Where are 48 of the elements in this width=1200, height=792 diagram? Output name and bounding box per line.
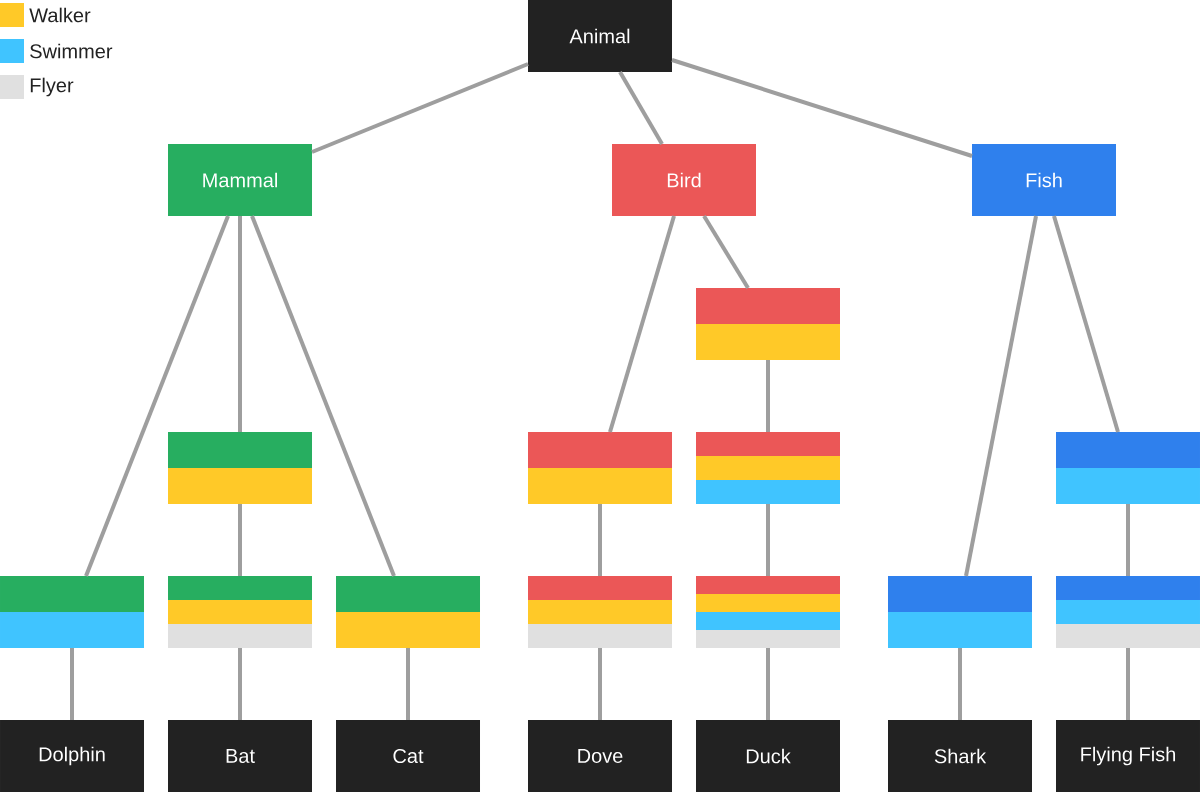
connector-line (70, 648, 74, 720)
connector-line (406, 648, 410, 720)
striped-box (696, 288, 840, 360)
category-box: Fish (972, 144, 1116, 216)
connector-line (608, 215, 676, 433)
animal-box: Cat (336, 720, 480, 792)
connector-line (84, 215, 230, 577)
connector-line (598, 504, 602, 576)
connector-line (618, 71, 664, 145)
connector-line (238, 648, 242, 720)
connector-line (1126, 648, 1130, 720)
animal-box: Dolphin (0, 720, 144, 792)
animal-box: Flying Fish (1056, 720, 1200, 792)
root-box: Animal (528, 0, 672, 72)
striped-box (696, 576, 840, 648)
striped-box (336, 576, 480, 648)
striped-box (696, 432, 840, 504)
striped-box (528, 576, 672, 648)
animal-box: Duck (696, 720, 840, 792)
animal-box: Shark (888, 720, 1032, 792)
legend-label: Flyer (30, 77, 74, 97)
connector-line (671, 58, 973, 158)
striped-box (168, 576, 312, 648)
connector-line (1052, 215, 1120, 433)
connector-line (766, 504, 770, 576)
category-box: Mammal (168, 144, 312, 216)
striped-box (888, 576, 1032, 648)
connector-line (702, 214, 750, 290)
striped-box (168, 432, 312, 504)
connector-line (964, 215, 1038, 577)
connector-line (311, 62, 529, 154)
striped-box (1056, 576, 1200, 648)
connector-line (766, 648, 770, 720)
striped-box (528, 432, 672, 504)
animal-box: Bat (168, 720, 312, 792)
striped-box (0, 576, 144, 648)
category-box: Bird (612, 144, 756, 216)
connector-line (598, 648, 602, 720)
connector-line (238, 216, 242, 432)
connector-line (250, 215, 396, 577)
connector-line (1126, 504, 1130, 576)
legend-label: Swimmer (30, 43, 113, 59)
connector-line (958, 648, 962, 720)
legend-label: Walker (29, 7, 91, 23)
animal-box: Dove (528, 720, 672, 792)
connector-line (238, 504, 242, 576)
connector-line (766, 360, 770, 432)
striped-box (1056, 432, 1200, 504)
